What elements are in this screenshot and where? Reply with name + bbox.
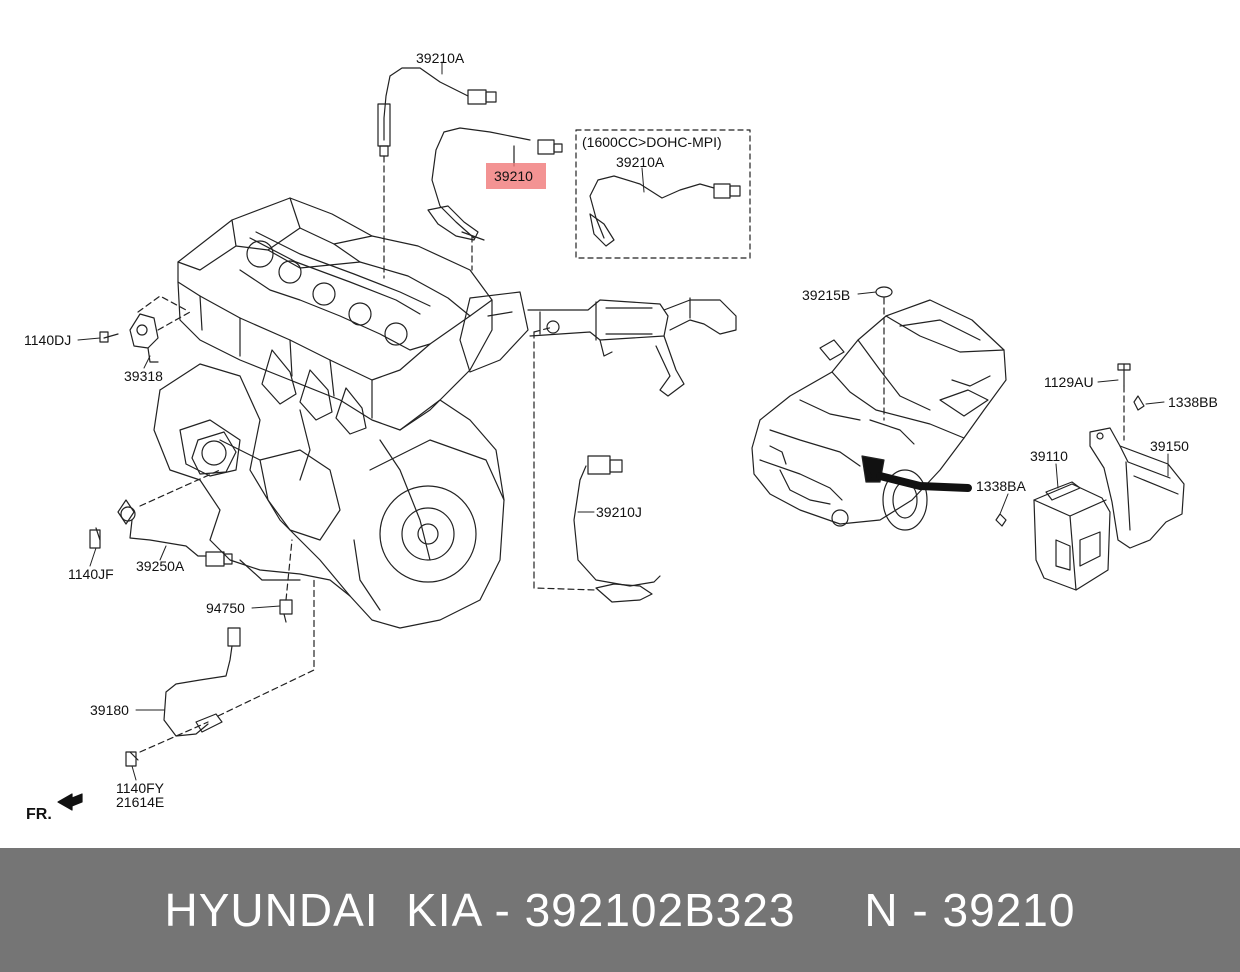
grommet-39215b: [875, 286, 893, 298]
label-39215b: 39215B: [802, 287, 851, 303]
footer-part-number-text: HYUNDAI KIA - 392102B323 N - 39210: [164, 884, 1076, 936]
label-39210a-top: 39210A: [416, 50, 465, 66]
label-1338bb: 1338BB: [1168, 394, 1218, 410]
o2-sensor-39210: [427, 127, 563, 271]
sensor-94750: [279, 539, 293, 623]
engine-block-illustration: [153, 197, 505, 629]
label-39210-highlighted: 39210: [494, 168, 533, 184]
label-1338ba: 1338BA: [976, 478, 1026, 494]
exploded-parts-diagram: [57, 61, 1185, 811]
crank-sensor-39180: [125, 579, 315, 767]
front-direction-label: FR.: [26, 806, 52, 823]
label-39318: 39318: [124, 368, 163, 384]
label-94750: 94750: [206, 600, 245, 616]
label-39250a: 39250A: [136, 558, 185, 574]
highlighted-part-box: [486, 163, 546, 189]
label-1140dj: 1140DJ: [24, 332, 72, 348]
label-variant-box-title: (1600CC>DOHC-MPI): [582, 134, 722, 150]
label-39180: 39180: [90, 702, 129, 718]
vehicle-illustration: [751, 297, 1007, 531]
front-direction-arrow-icon: [57, 793, 83, 811]
knock-sensor-39250a: [89, 469, 233, 567]
label-39150: 39150: [1150, 438, 1189, 454]
exhaust-catalyst-illustration: [459, 291, 737, 397]
label-1140fy: 1140FY: [116, 780, 164, 796]
bracket-39150: [995, 363, 1185, 549]
leader-lines: [77, 61, 1169, 781]
label-1129au: 1129AU: [1044, 374, 1094, 390]
part-number-footer: HYUNDAI KIA - 392102B323 N - 39210: [0, 848, 1240, 972]
label-39210a-box: 39210A: [616, 154, 665, 170]
label-39210j: 39210J: [596, 504, 642, 520]
o2-sensor-39210j: [533, 326, 661, 603]
label-39110: 39110: [1030, 448, 1068, 464]
cam-sensor-39318: [99, 295, 191, 363]
o2-sensor-39210a-top: [377, 67, 497, 279]
ecu-39110: [1033, 481, 1111, 591]
label-21614e: 21614E: [116, 794, 165, 810]
label-1140jf: 1140JF: [68, 566, 114, 582]
variant-box-1600cc: [575, 129, 751, 259]
